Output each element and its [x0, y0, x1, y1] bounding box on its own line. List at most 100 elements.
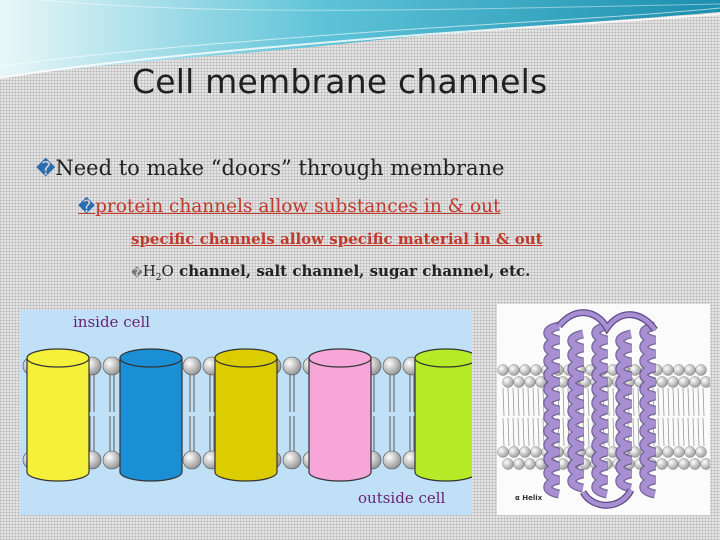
- bullet-level2: �protein channels allow substances in & …: [78, 196, 500, 217]
- helix-lipid-head: [513, 376, 525, 388]
- helix-lipid-tail: [587, 417, 590, 447]
- helix-lipid-tail: [677, 417, 680, 447]
- helix-lipid-tail: [632, 387, 635, 417]
- membrane-channels-figure: inside cell outside cell: [20, 310, 472, 515]
- bullet-level2-text: protein channels allow substances in & o…: [95, 196, 501, 217]
- lipid-head: [382, 450, 402, 470]
- helix-lipid-tail: [607, 417, 610, 447]
- helix-lipid-tail: [672, 387, 675, 417]
- helix-lipid-head: [502, 458, 514, 470]
- helix-lipid-head: [689, 376, 701, 388]
- helix-lipid-head: [700, 458, 710, 470]
- helix-lipid-tail: [537, 417, 540, 447]
- helix-lipid-tail: [607, 387, 610, 417]
- protein-channel-2: [119, 357, 183, 482]
- membrane-diagram: [22, 348, 472, 482]
- helix-lipid-head: [684, 364, 696, 376]
- helix-lipid-tail: [637, 387, 640, 417]
- helix-lipid-tail: [692, 417, 695, 447]
- lipid-head: [102, 356, 122, 376]
- bullet-level3-specific: specific channels allow specific materia…: [131, 230, 543, 248]
- protein-channel-1: [26, 357, 90, 482]
- protein-channel-top-3: [214, 348, 278, 368]
- bullet-level1-text: Need to make “doors” through membrane: [55, 156, 505, 180]
- helix-lipid-head: [673, 446, 685, 458]
- helix-lipid-tail: [662, 387, 665, 417]
- helix-lipid-tail: [682, 417, 685, 447]
- slide-title: Cell membrane channels: [132, 62, 548, 101]
- helix-lipid-tail: [512, 417, 515, 447]
- helix-lipid-tail: [692, 387, 695, 417]
- alpha-helix-fill-4: [616, 330, 632, 492]
- helix-lipid-tail: [667, 387, 670, 417]
- bullet-glyph-icon: �: [36, 158, 56, 180]
- helix-lipid-tail: [687, 387, 690, 417]
- lipid-head: [182, 450, 202, 470]
- helix-lipid-tail: [632, 417, 635, 447]
- helix-lipid-tail: [532, 387, 535, 417]
- helix-lipid-tail: [562, 387, 565, 417]
- outside-cell-label: outside cell: [358, 489, 446, 507]
- helix-lipid-tail: [587, 387, 590, 417]
- bullet-level1: �Need to make “doors” through membrane: [36, 156, 504, 180]
- helix-lipid-tail: [522, 417, 525, 447]
- helix-lipid-head: [530, 364, 542, 376]
- bullet-level3-examples-text: channel, salt channel, sugar channel, et…: [173, 262, 531, 280]
- alpha-helix-diagram: [497, 309, 710, 509]
- helix-lipid-head: [700, 376, 710, 388]
- helix-lipid-head: [524, 376, 536, 388]
- protein-channel-top-1: [26, 348, 90, 368]
- helix-lipid-tail: [512, 387, 515, 417]
- lipid-head: [282, 450, 302, 470]
- helix-lipid-tail: [657, 387, 660, 417]
- inside-cell-label: inside cell: [73, 313, 151, 331]
- protein-channel-top-2: [119, 348, 183, 368]
- helix-loop-top-fill: [557, 310, 657, 333]
- helix-lipid-tail: [517, 417, 520, 447]
- helix-lipid-tail: [657, 417, 660, 447]
- helix-lipid-tail: [517, 387, 520, 417]
- helix-lipid-tail: [527, 387, 530, 417]
- protein-channel-3: [214, 357, 278, 482]
- helix-lipid-head: [667, 458, 679, 470]
- helix-lipid-head: [502, 376, 514, 388]
- helix-lipid-tail: [532, 417, 535, 447]
- helix-lipid-tail: [682, 387, 685, 417]
- helix-lipid-head: [524, 458, 536, 470]
- helix-lipid-tail: [612, 417, 615, 447]
- h2o-formula: H2O: [142, 262, 174, 283]
- lipid-head: [182, 356, 202, 376]
- bullet-level3-specific-text: specific channels allow specific materia…: [131, 230, 543, 248]
- helix-lipid-tail: [502, 417, 505, 447]
- helix-lipid-tail: [687, 417, 690, 447]
- helix-lipid-head: [662, 364, 674, 376]
- helix-lipid-tail: [702, 387, 705, 417]
- lipid-head: [282, 356, 302, 376]
- helix-lipid-head: [508, 446, 520, 458]
- helix-lipid-tail: [677, 387, 680, 417]
- helix-lipid-head: [519, 446, 531, 458]
- helix-lipid-tail: [507, 417, 510, 447]
- alpha-helix-fill-1: [544, 322, 560, 498]
- helix-lipid-head: [678, 376, 690, 388]
- protein-channel-top-5: [414, 348, 472, 368]
- bullet-glyph-icon: �: [78, 197, 96, 216]
- helix-lipid-head: [656, 376, 668, 388]
- helix-lipid-tail: [697, 387, 700, 417]
- alpha-helix-fill-2: [568, 330, 584, 492]
- lipid-head: [382, 356, 402, 376]
- helix-lipid-tail: [637, 417, 640, 447]
- helix-lipid-tail: [667, 417, 670, 447]
- lipid-head: [102, 450, 122, 470]
- protein-channel-4: [308, 357, 372, 482]
- helix-lipid-tail: [562, 417, 565, 447]
- helix-lipid-head: [497, 446, 509, 458]
- alpha-helix-fill-5: [640, 322, 656, 498]
- helix-lipid-tail: [672, 417, 675, 447]
- helix-lipid-tail: [507, 387, 510, 417]
- helix-lipid-head: [667, 376, 679, 388]
- protein-channel-5: [414, 357, 472, 482]
- helix-lipid-head: [530, 446, 542, 458]
- helix-lipid-head: [513, 458, 525, 470]
- alpha-helix-fill-3: [592, 322, 608, 498]
